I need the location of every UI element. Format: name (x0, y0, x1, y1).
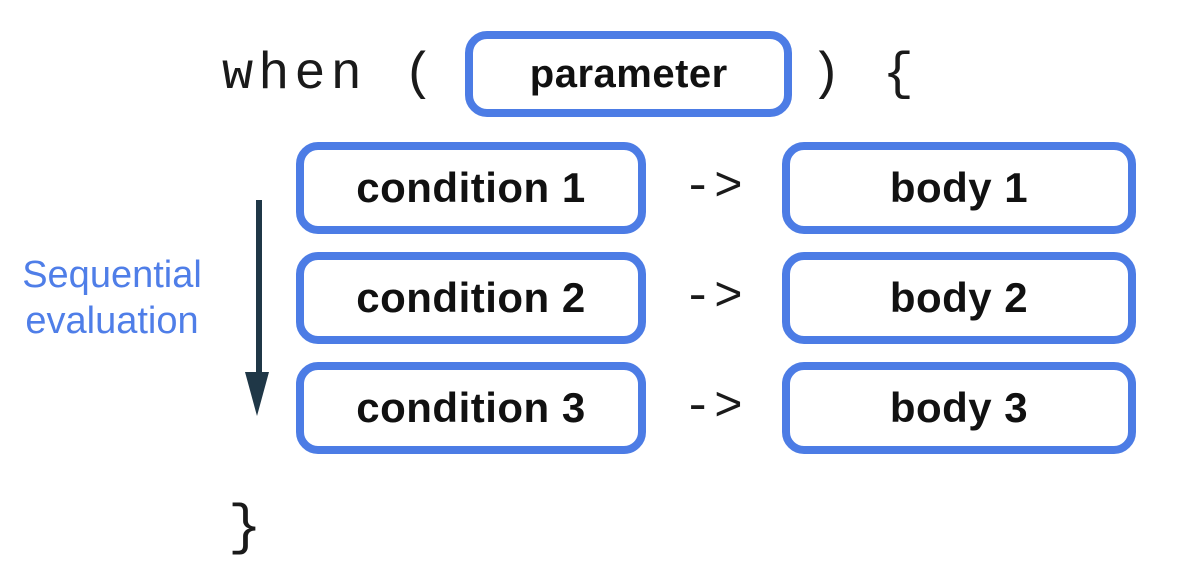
parameter-box: parameter (465, 31, 793, 117)
condition-1-box: condition 1 (296, 142, 646, 234)
parameter-label: parameter (529, 51, 728, 96)
branch-rows: condition 1 -> body 1 condition 2 -> bod… (296, 142, 1136, 472)
condition-1-label: condition 1 (356, 164, 586, 211)
sequential-evaluation-line1: Sequential (22, 254, 202, 296)
branch-row-1: condition 1 -> body 1 (296, 142, 1136, 234)
body-2-label: body 2 (889, 274, 1029, 321)
body-3-label: body 3 (889, 384, 1029, 431)
sequential-evaluation-note: Sequential evaluation (2, 252, 222, 344)
when-closing-brace: } (228, 496, 267, 560)
branch-row-3: condition 3 -> body 3 (296, 362, 1136, 454)
arrow-operator-2: -> (683, 271, 745, 325)
body-3-box: body 3 (782, 362, 1136, 454)
condition-3-box: condition 3 (296, 362, 646, 454)
arrow-operator-3: -> (683, 381, 745, 435)
body-2-box: body 2 (782, 252, 1136, 344)
body-1-label: body 1 (889, 164, 1029, 211)
down-arrow-head (245, 372, 269, 416)
down-arrow-icon (243, 200, 271, 416)
condition-3-label: condition 3 (356, 384, 586, 431)
condition-2-label: condition 2 (356, 274, 586, 321)
down-arrow-shaft (256, 200, 262, 376)
branch-row-2: condition 2 -> body 2 (296, 252, 1136, 344)
arrow-operator-1: -> (683, 161, 745, 215)
body-1-box: body 1 (782, 142, 1136, 234)
when-header-suffix: ) { (810, 44, 919, 104)
when-header-line: when ( parameter ) { (222, 30, 919, 118)
when-open-code: when ( (222, 44, 440, 104)
condition-2-box: condition 2 (296, 252, 646, 344)
sequential-evaluation-line2: evaluation (25, 300, 199, 342)
